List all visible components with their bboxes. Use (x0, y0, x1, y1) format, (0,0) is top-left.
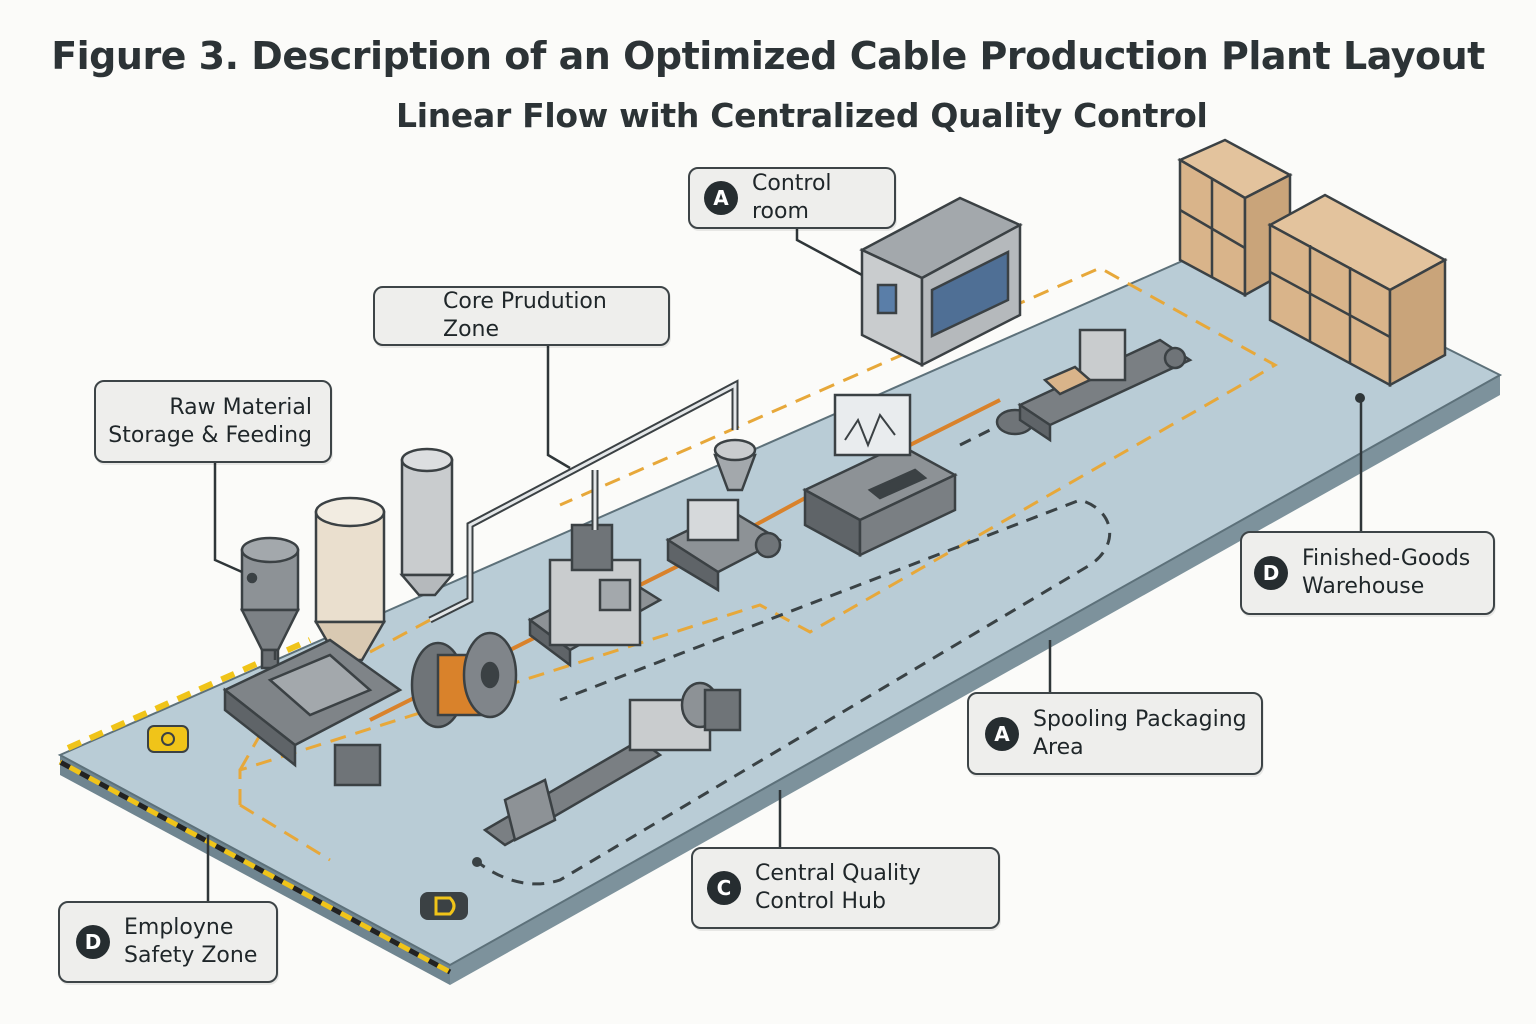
callout-label: Central Quality Control Hub (755, 861, 921, 914)
control-room-cabin (859, 196, 1023, 368)
callout-label: Raw Material Storage & Feeding (108, 394, 312, 448)
callout-badge: D (76, 925, 110, 959)
raw-material-silos (239, 447, 455, 670)
callout-badge: D (1254, 556, 1288, 590)
callout-badge: A (985, 716, 1019, 751)
callout-central-quality-control-hub: C Central Quality Control Hub (691, 847, 1000, 929)
floor-marker-2 (420, 892, 468, 920)
feeder-conveyor (222, 638, 403, 787)
callout-employee-safety-zone: D Employne Safety Zone (58, 901, 278, 983)
cooling-unit (665, 438, 783, 593)
callout-label: Spooling Packaging Area (1033, 706, 1247, 760)
extruder-machine (527, 523, 663, 668)
callout-spooling-packaging-area: A Spooling Packaging Area (967, 692, 1263, 775)
qc-workstation (802, 393, 958, 558)
callout-finished-goods-warehouse: D Finished-Goods Warehouse (1240, 531, 1495, 615)
cable-spool (410, 631, 518, 729)
callout-control-room: A Control room (688, 167, 896, 229)
callout-label: Control room (752, 171, 832, 224)
callout-badge: C (707, 871, 741, 905)
figure-title: Figure 3. Description of an Optimized Ca… (51, 34, 1485, 78)
callout-badge: A (704, 181, 738, 215)
callout-leaders (206, 228, 1363, 902)
plant-floor (57, 238, 1503, 985)
callout-label: Core Prudution Zone (443, 289, 607, 342)
figure-subtitle: Linear Flow with Centralized Quality Con… (396, 96, 1208, 135)
callout-raw-material: Raw Material Storage & Feeding (94, 380, 332, 463)
wire-drawing-machine (482, 681, 742, 847)
callout-core-production-zone: Core Prudution Zone (373, 286, 670, 346)
spooling-packaging-machine (995, 328, 1193, 443)
warehouse-racks (1177, 138, 1448, 388)
floor-marker-1 (147, 725, 189, 753)
callout-label: Employne Safety Zone (124, 915, 258, 968)
callout-label: Finished-Goods Warehouse (1302, 546, 1471, 599)
